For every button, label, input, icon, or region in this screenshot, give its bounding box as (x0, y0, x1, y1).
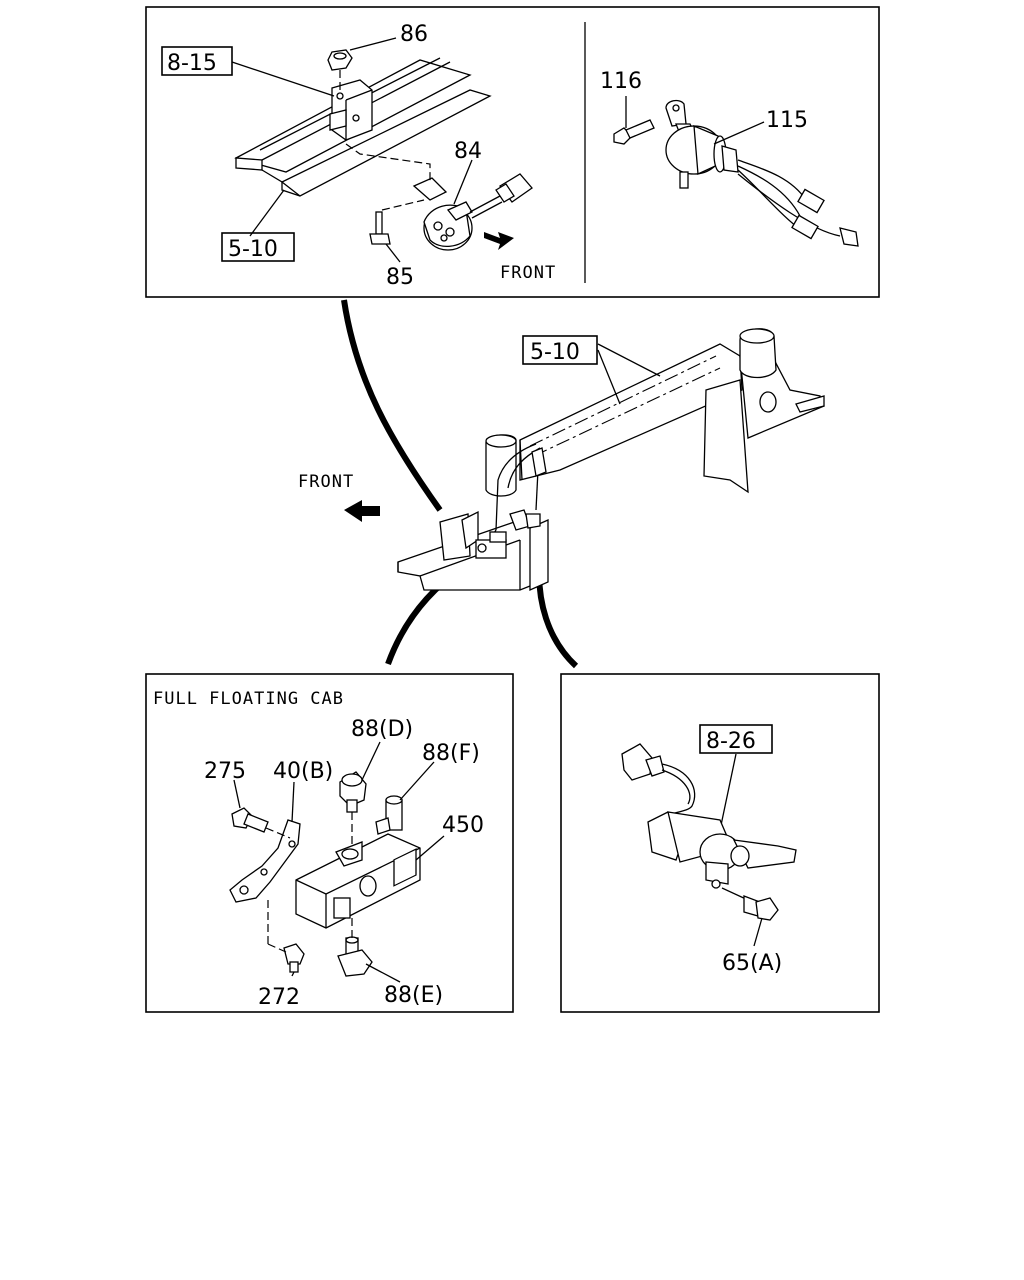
bottom-left-frame (145, 673, 514, 1013)
bolt-272 (267, 900, 305, 973)
bolt-116 (613, 119, 655, 145)
callout-40b: 40(B) (273, 759, 333, 784)
bolt-275 (231, 807, 291, 839)
front-arrow-icon (484, 232, 514, 250)
valve-115 (665, 99, 859, 247)
connector-plug (621, 743, 665, 781)
panel-title: FULL FLOATING CAB (153, 689, 344, 709)
block-450 (295, 833, 421, 929)
ref-box-8-15 (161, 46, 233, 76)
shock-cylinder (485, 434, 517, 497)
bottom-left-panel: FULL FLOATING CAB (145, 673, 514, 1013)
bolt-65a (721, 887, 779, 921)
callout-275: 275 (204, 759, 246, 784)
top-panel-frame (145, 6, 880, 298)
bracket-40b (229, 819, 301, 903)
mount-guide (345, 143, 431, 182)
front-label-main: FRONT (298, 472, 354, 492)
bottom-right-frame (560, 673, 880, 1013)
ref-5-10-main: 5-10 (530, 340, 580, 365)
callout-116: 116 (600, 69, 642, 94)
bolt-85 (369, 199, 425, 245)
main-view: 5-10 FRONT (298, 299, 825, 669)
front-label-top: FRONT (500, 263, 556, 283)
fitting-88f (375, 795, 403, 835)
callout-85: 85 (386, 265, 414, 290)
fitting-88e (337, 918, 373, 977)
bottom-right-panel: 8-26 65(A) (560, 673, 880, 1013)
callout-65a: 65(A) (722, 951, 782, 976)
callout-272: 272 (258, 985, 300, 1010)
valve-assembly-main (439, 447, 547, 561)
ref-5-10: 5-10 (228, 237, 278, 262)
callout-88e: 88(E) (384, 983, 443, 1008)
ref-box-5-10 (221, 232, 295, 262)
callout-88d: 88(D) (351, 717, 413, 742)
arc-to-top-panel (341, 299, 443, 512)
cab-mount-frame (519, 328, 825, 494)
top-panel: 8-15 5-10 86 84 85 FRONT (145, 6, 880, 298)
fitting-88d (339, 771, 367, 848)
bracket (329, 79, 373, 141)
callout-86: 86 (400, 22, 428, 47)
callout-450: 450 (442, 813, 484, 838)
front-arrow-main-icon (344, 500, 380, 522)
ref-8-26: 8-26 (706, 729, 756, 754)
nut-86 (327, 49, 353, 90)
callout-115: 115 (766, 108, 808, 133)
solenoid-84 (412, 173, 533, 251)
ref-box-8-26 (699, 724, 773, 754)
ref-box-5-10-main (522, 335, 598, 365)
callout-84: 84 (454, 139, 482, 164)
solenoid-8-26 (647, 811, 797, 889)
callout-88f: 88(F) (422, 741, 480, 766)
ref-8-15: 8-15 (167, 51, 217, 76)
